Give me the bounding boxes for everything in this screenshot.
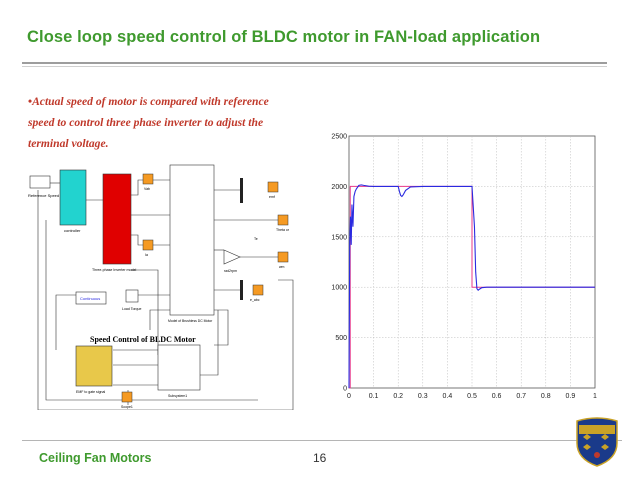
subsystem-label: Subsystem1 <box>168 394 187 398</box>
y-tick-label: 0 <box>343 386 347 393</box>
series-line-2 <box>348 184 595 389</box>
scope-block[interactable] <box>121 391 133 403</box>
wm-label: wm <box>279 265 285 269</box>
controller-block[interactable] <box>59 169 87 226</box>
x-tick-label: 0.7 <box>516 393 526 400</box>
ia-label: Ia <box>145 253 148 257</box>
reference-speed-block[interactable] <box>29 175 51 189</box>
eabc-label: e_abc <box>250 298 260 302</box>
speed-output-block[interactable] <box>277 214 289 226</box>
motor-model-label: Model of Brushless DC Motor <box>168 319 213 323</box>
pwm-block[interactable] <box>75 345 113 387</box>
scope-label: Scope1 <box>121 405 133 409</box>
y-tick-label: 1000 <box>331 285 347 292</box>
x-tick-label: 1 <box>593 393 597 400</box>
vab-output-block[interactable] <box>142 173 154 185</box>
x-tick-label: 0.9 <box>566 393 576 400</box>
footer-text: Ceiling Fan Motors <box>39 451 152 465</box>
load-torque-block[interactable] <box>125 289 139 303</box>
continuous-label: Continuous <box>80 296 100 301</box>
inverter-block[interactable] <box>102 173 132 265</box>
continuous-block[interactable] <box>75 291 107 305</box>
demux-1 <box>240 178 243 203</box>
wm-output-block[interactable] <box>277 251 289 263</box>
demux-2 <box>240 280 243 300</box>
bullet-text: Actual speed of motor is compared with r… <box>28 95 269 150</box>
vab-label: Vab <box>144 187 150 191</box>
x-tick-label: 0.4 <box>443 393 453 400</box>
x-tick-label: 0 <box>347 393 351 400</box>
page-number: 16 <box>313 451 327 465</box>
load-torque-label: Load Torque <box>122 307 141 311</box>
x-tick-label: 0.5 <box>467 393 477 400</box>
y-tick-label: 2500 <box>331 134 347 141</box>
x-tick-label: 0.2 <box>393 393 403 400</box>
controller-label: controller <box>64 228 81 233</box>
x-tick-label: 0.3 <box>418 393 428 400</box>
footer-divider <box>22 440 622 441</box>
x-tick-label: 0.8 <box>541 393 551 400</box>
emf-label: emf <box>269 195 275 199</box>
y-tick-label: 2000 <box>331 184 347 191</box>
y-tick-label: 500 <box>335 335 347 342</box>
title-divider <box>22 62 607 64</box>
university-crest-icon <box>576 417 618 467</box>
inverter-label: Three-phase Inverter model <box>92 268 137 272</box>
x-tick-label: 0.1 <box>369 393 379 400</box>
subsystem-block[interactable] <box>157 344 201 391</box>
bullet-marker: • <box>28 95 33 108</box>
title-divider-thin <box>22 66 607 67</box>
pwm-label: EMF to gate signal <box>76 390 105 394</box>
diagram-subtitle: Speed Control of BLDC Motor <box>90 335 196 344</box>
slide-title: Close loop speed control of BLDC motor i… <box>27 28 541 46</box>
speed-output-label: Theta or <box>276 228 290 232</box>
motor-model-block[interactable] <box>169 164 215 316</box>
gain-label: rad2rpm <box>224 269 237 273</box>
simulink-diagram: Reference Speed controller Three-phase I… <box>28 164 294 410</box>
x-tick-label: 0.6 <box>492 393 502 400</box>
speed-response-plot: 0 0.1 0.2 0.3 0.4 0.5 0.6 0.7 0.8 0.9 1 0 500 1000 150… <box>331 134 597 401</box>
reference-speed-label: Reference Speed <box>28 193 59 198</box>
eabc-output-block[interactable] <box>252 284 264 296</box>
bullet-point: •Actual speed of motor is compared with … <box>28 91 298 154</box>
emf-output-block[interactable] <box>267 181 279 193</box>
te-label: Te <box>254 237 258 241</box>
y-tick-label: 1500 <box>331 234 347 241</box>
ia-output-block[interactable] <box>142 239 154 251</box>
